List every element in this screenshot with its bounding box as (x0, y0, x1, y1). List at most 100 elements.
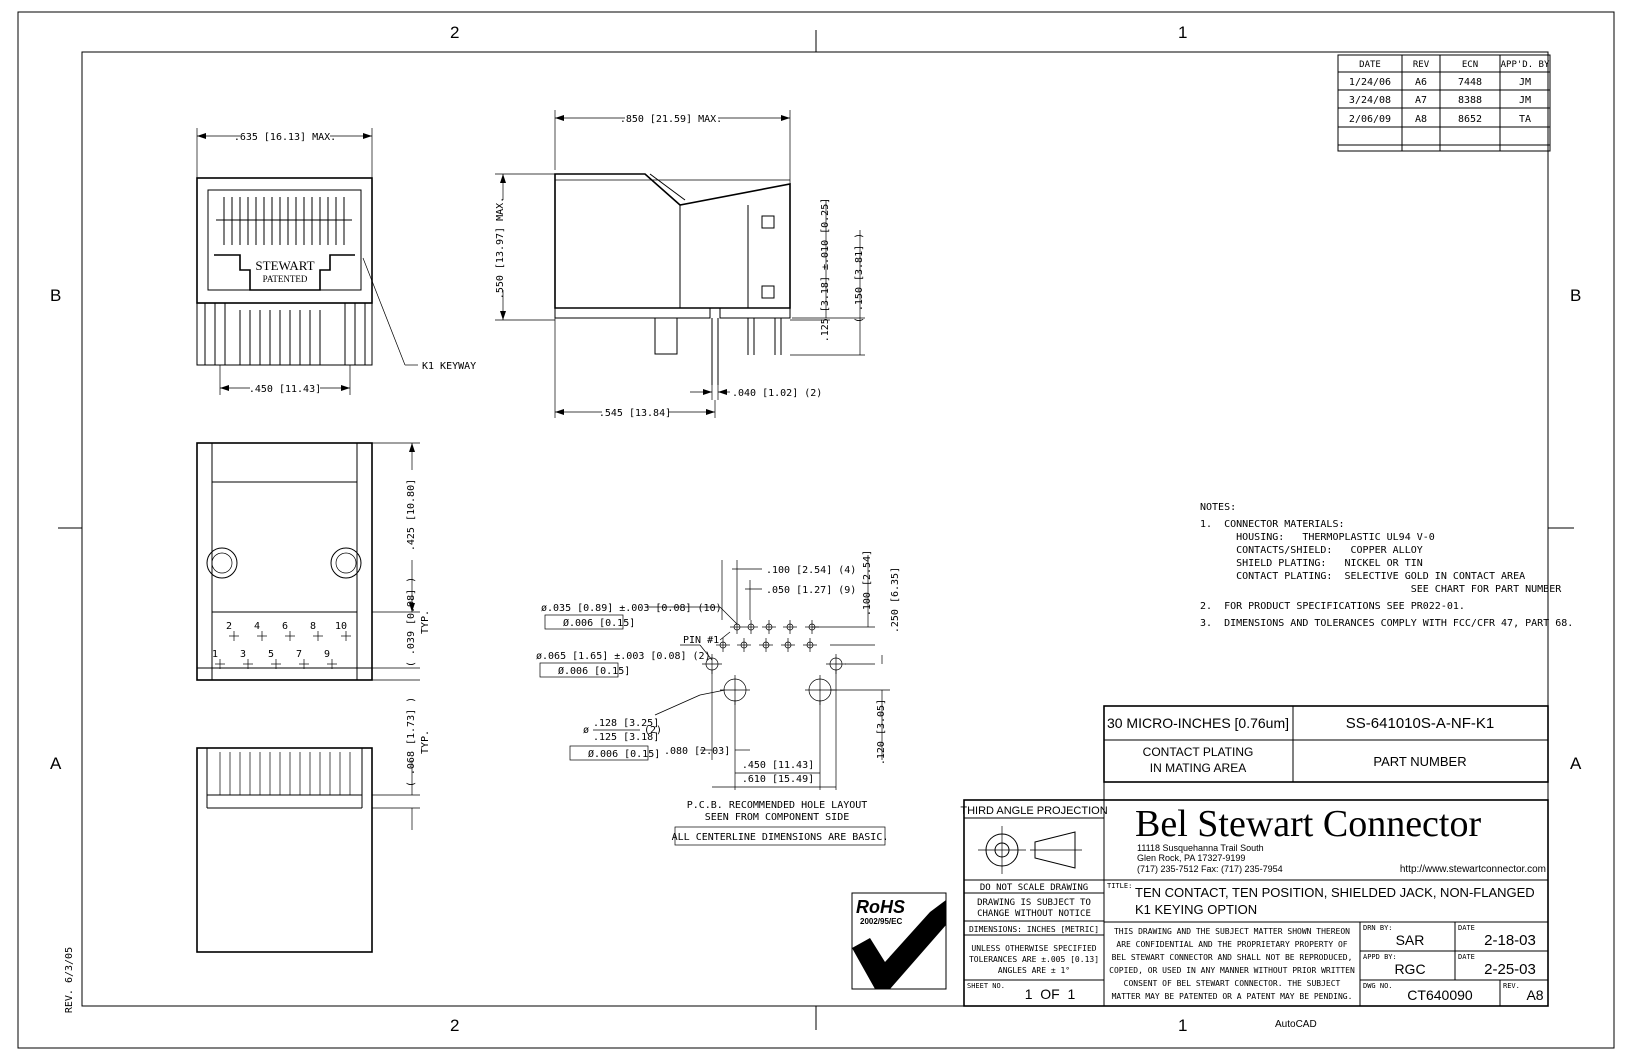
zone-right-bottom: A (1570, 754, 1582, 773)
date2-label: DATE (1458, 953, 1475, 961)
appd-label: APPD BY: (1363, 953, 1397, 961)
pin-num-2: 2 (226, 621, 232, 632)
note-line-1: 1. CONNECTOR MATERIALS: (1200, 519, 1345, 530)
notes-title: NOTES: (1200, 502, 1236, 513)
title-label: TITLE: (1107, 882, 1132, 890)
autocad-label: AutoCAD (1275, 1019, 1317, 1030)
pin-num-9: 9 (324, 649, 330, 660)
drn-value: SAR (1396, 932, 1425, 948)
zone-left-top: B (50, 286, 61, 305)
pcb-dim-100: .100 [2.54] (4) (766, 565, 856, 576)
pcb-dim-100v: .100 [2.54] (862, 550, 873, 616)
pcb-dim-450: .450 [11.43] (742, 760, 814, 771)
rev-header-ecn: ECN (1462, 60, 1478, 70)
notes: NOTES: 1. CONNECTOR MATERIALS: HOUSING: … (1200, 502, 1573, 629)
pcb-tol2: Ø.006 [0.15] (558, 665, 630, 677)
note-line-2: HOUSING: THERMOPLASTIC UL94 V-0 (1200, 532, 1435, 543)
pcb-hole3-sym: ø (583, 725, 589, 736)
pcb-hole3-bot: .125 [3.18] (593, 732, 659, 743)
pcb-dim-080: .080 [2.03] (664, 746, 730, 757)
part-number-label: PART NUMBER (1373, 754, 1466, 769)
tolerance-note-2: TOLERANCES ARE ±.005 [0.13] (969, 955, 1099, 964)
front-brand-text: STEWART (255, 258, 314, 273)
rev-header-rev: REV (1413, 60, 1430, 70)
pin-num-7: 7 (296, 649, 302, 660)
confidential-4: COPIED, OR USED IN ANY MANNER WITHOUT PR… (1109, 966, 1355, 975)
pcb-dim-120: .120 [3.05] (876, 699, 887, 765)
pcb-caption-1: P.C.B. RECOMMENDED HOLE LAYOUT (687, 800, 868, 811)
lower-view: ( .068 [1.73] ) TYP. (196, 697, 431, 953)
inner-border (81, 51, 1549, 1007)
confidential-2: ARE CONFIDENTIAL AND THE PROPRIETARY PRO… (1116, 940, 1347, 949)
rev-row1-rev: A6 (1415, 77, 1427, 88)
pcb-dim-050: .050 [1.27] (9) (766, 585, 856, 596)
projection-label: THIRD ANGLE PROJECTION (960, 805, 1107, 817)
date1-value: 2-18-03 (1484, 932, 1536, 949)
rev-row2-appd: JM (1519, 95, 1531, 106)
note-line-4: SHIELD PLATING: NICKEL OR TIN (1200, 558, 1423, 569)
subject-note-2: CHANGE WITHOUT NOTICE (977, 909, 1091, 919)
bottom-top-dim: .425 [10.80] (406, 479, 417, 551)
zone-top-left: 2 (450, 23, 459, 42)
bottom-view: 2 4 6 8 10 1 3 5 7 9 .425 [10.80] ( .039… (196, 442, 431, 681)
drawing-title-1: TEN CONTACT, TEN POSITION, SHIELDED JACK… (1135, 885, 1535, 900)
front-view: .635 [16.13] MAX. STEWART PATENTED (196, 128, 476, 395)
side-view: .850 [21.59] MAX. .550 [13.97] MAX. (495, 110, 865, 419)
revision-table: DATE REV ECN APP'D. BY 1/24/06 A6 7448 J… (1337, 54, 1551, 152)
pin-num-3: 3 (240, 649, 246, 660)
pin-num-1: 1 (212, 649, 218, 660)
part-number-value: SS-641010S-A-NF-K1 (1346, 715, 1494, 732)
drn-label: DRN BY: (1363, 924, 1393, 932)
bottom-typ-dim: ( .039 [0.98] ) (406, 577, 417, 667)
rev-header-appd: APP'D. BY (1501, 60, 1550, 70)
pin-num-10: 10 (335, 621, 347, 632)
front-patent-text: PATENTED (263, 274, 308, 284)
rev-row2-rev: A7 (1415, 95, 1427, 106)
rev-row1-ecn: 7448 (1458, 77, 1482, 88)
checkmark-icon (852, 900, 946, 989)
note-line-7: 2. FOR PRODUCT SPECIFICATIONS SEE PR022-… (1200, 601, 1465, 612)
rev-row1-date: 1/24/06 (1349, 77, 1391, 88)
outer-border (17, 11, 1615, 1049)
address-2: Glen Rock, PA 17327-9199 (1137, 853, 1245, 863)
pcb-tol2-frame (539, 662, 619, 678)
pcb-dim-610: .610 [15.49] (742, 774, 814, 785)
address-1: 11118 Susquehanna Trail South (1137, 843, 1264, 853)
rev-row3-date: 2/06/09 (1349, 114, 1391, 125)
side-pin-width-dim: .040 [1.02] (2) (732, 388, 822, 399)
pcb-tol1-frame (544, 614, 624, 630)
note-line-8: 3. DIMENSIONS AND TOLERANCES COMPLY WITH… (1200, 618, 1573, 629)
rev-row3-ecn: 8652 (1458, 114, 1482, 125)
dimensions-note: DIMENSIONS: INCHES [METRIC] (969, 925, 1099, 934)
pcb-hole3-top: .128 [3.25] (593, 718, 659, 729)
front-width-dim: .635 [16.13] MAX. (234, 132, 336, 143)
rev-row3-rev: A8 (1415, 114, 1427, 125)
zone-left-bottom: A (50, 754, 62, 773)
lower-typ-label: TYP. (420, 730, 431, 754)
bottom-typ-label: TYP. (420, 610, 431, 634)
pcb-tol3: Ø.006 [0.15] (588, 748, 660, 760)
date2-value: 2-25-03 (1484, 961, 1536, 978)
pcb-hole1: ø.035 [0.89] ±.003 [0.08] (10) (541, 603, 722, 614)
company-name: Bel Stewart Connector (1135, 803, 1481, 845)
sheet-label: SHEET NO. (967, 982, 1005, 990)
lower-typ-dim: ( .068 [1.73] ) (406, 697, 417, 787)
zone-top-right: 1 (1178, 23, 1187, 42)
pin-num-5: 5 (268, 649, 274, 660)
plating-value: 30 MICRO-INCHES [0.76um] (1107, 715, 1289, 731)
no-scale-note: DO NOT SCALE DRAWING (980, 883, 1088, 893)
pcb-tol1: Ø.006 [0.15] (563, 617, 635, 629)
front-pitch-dim: .450 [11.43] (249, 384, 321, 395)
side-pin-len-dim: ( .150 [3.81] ) (854, 233, 865, 323)
rohs-label: RoHS (856, 897, 905, 917)
pcb-dim-250: .250 [6.35] (890, 567, 901, 633)
sheet-value: 1 OF 1 (1025, 986, 1076, 1002)
tolerance-note-3: ANGLES ARE ± 1° (998, 966, 1070, 975)
note-line-3: CONTACTS/SHIELD: COPPER ALLOY (1200, 545, 1423, 556)
confidential-6: MATTER MAY BE PATENTED OR A PATENT MAY B… (1112, 992, 1353, 1001)
plating-table: 30 MICRO-INCHES [0.76um] SS-641010S-A-NF… (1103, 705, 1549, 783)
pcb-hole3-qty: (2) (644, 725, 662, 736)
pcb-basic-note: ALL CENTERLINE DIMENSIONS ARE BASIC. (672, 832, 889, 843)
pcb-basic-frame (674, 826, 886, 846)
